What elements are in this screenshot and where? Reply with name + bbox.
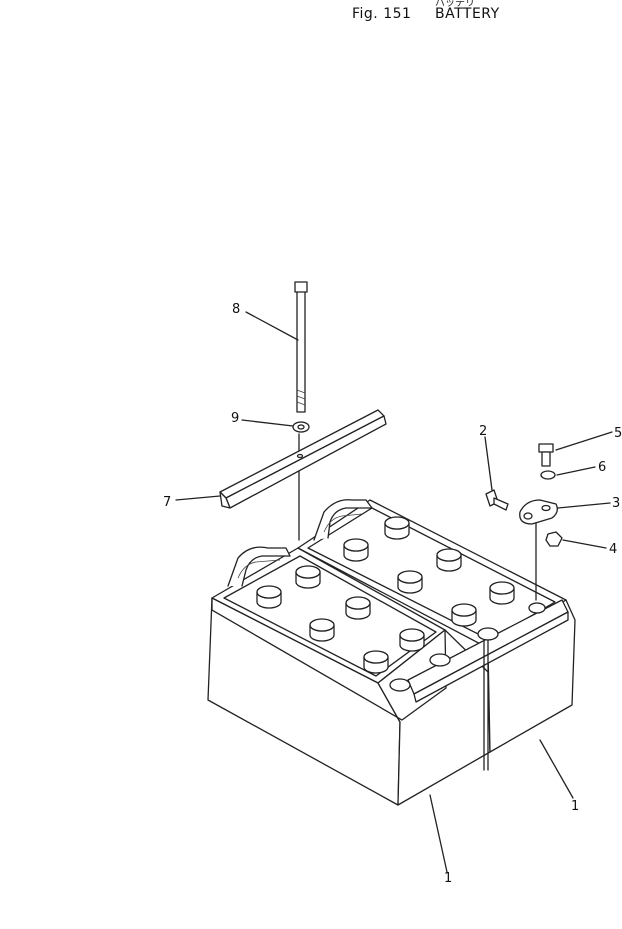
part-5-bolt [538, 443, 554, 467]
part-8-rod [294, 281, 308, 413]
callout-1-left: 1 [444, 871, 452, 886]
part-6-washer [540, 470, 556, 480]
callout-4: 4 [609, 542, 617, 557]
leader-lines [175, 311, 613, 873]
callout-2: 3 [612, 496, 620, 511]
callout-1-right: 1 [571, 799, 579, 814]
cell-caps-left [256, 565, 425, 674]
battery-left [207, 546, 491, 806]
part-7-hold-down-bar [219, 409, 387, 509]
callout-9: 9 [231, 411, 239, 426]
callout-7: 7 [163, 495, 171, 510]
callout-5: 5 [614, 426, 622, 441]
tie-rods [298, 433, 537, 771]
part-4-nut [545, 531, 563, 547]
figure-caption: Fig. 151 [352, 6, 412, 22]
figure-title: BATTERY [435, 6, 500, 22]
callout-8: 8 [232, 302, 240, 317]
figure-name-japanese: バッテリ [435, 0, 475, 9]
part-3-bolt [485, 489, 509, 511]
part-9-washer [292, 421, 310, 433]
part-2-terminal-clamp [519, 499, 558, 525]
callout-3: 2 [479, 424, 487, 439]
cell-caps-right [343, 516, 515, 627]
callout-6: 6 [598, 460, 606, 475]
